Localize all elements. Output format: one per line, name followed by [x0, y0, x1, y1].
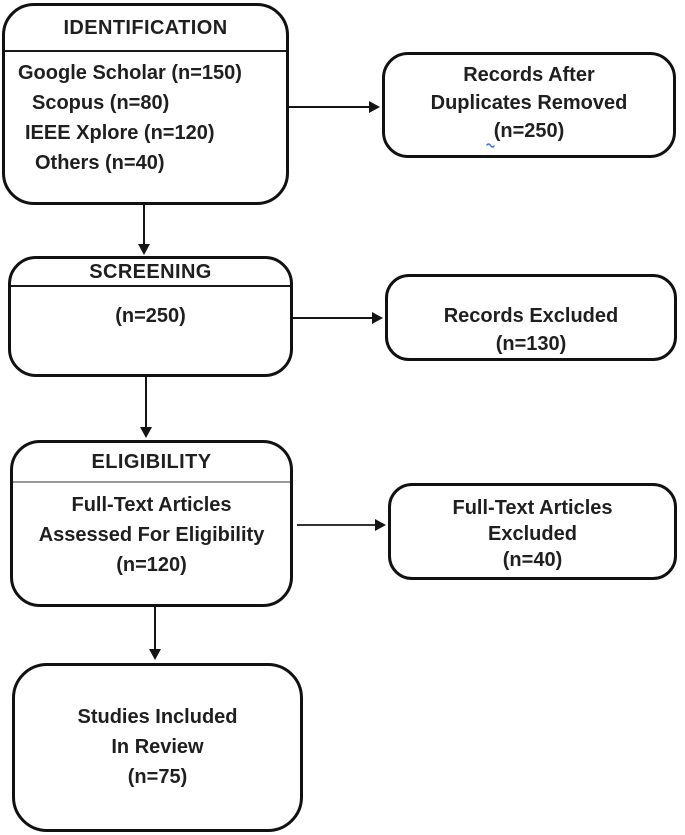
eligibility-header: ELIGIBILITY — [13, 443, 290, 483]
records-excluded-count: (n=130) — [495, 333, 567, 355]
included-count: (n=75) — [127, 766, 188, 788]
duplicates-removed-box: Records After Duplicates Removed (n=250) — [382, 52, 676, 158]
records-excluded-line: Records Excluded — [443, 305, 619, 327]
identification-header: IDENTIFICATION — [5, 6, 286, 52]
fulltext-excluded-box: Full-Text Articles Excluded (n=40) — [388, 483, 677, 580]
source-scopus: Scopus (n=80) — [32, 92, 170, 114]
arrowhead — [138, 244, 150, 255]
eligibility-box: ELIGIBILITY Full-Text Articles Assessed … — [10, 440, 293, 607]
arrowhead — [149, 649, 161, 660]
identification-sources: Google Scholar (n=150) Scopus (n=80) IEE… — [5, 52, 286, 178]
records-excluded-box: Records Excluded (n=130) — [385, 274, 677, 361]
arrowhead — [372, 312, 383, 324]
eligibility-count: (n=120) — [116, 554, 187, 576]
records-excluded-text: Records Excluded (n=130) — [388, 277, 674, 358]
fulltext-excluded-line: Excluded — [488, 523, 577, 545]
identification-box: IDENTIFICATION Google Scholar (n=150) Sc… — [2, 3, 289, 205]
screening-text: (n=250) — [11, 287, 290, 331]
spellcheck-squiggle — [486, 143, 495, 148]
included-line: In Review — [111, 736, 204, 758]
eligibility-line: Full-Text Articles — [71, 494, 232, 516]
source-ieee-xplore: IEEE Xplore (n=120) — [25, 122, 215, 144]
included-text: Studies Included In Review (n=75) — [15, 666, 300, 792]
eligibility-line: Assessed For Eligibility — [38, 524, 265, 546]
arrowhead — [140, 427, 152, 438]
duplicates-removed-text: Records After Duplicates Removed (n=250) — [385, 55, 673, 145]
screening-box: SCREENING (n=250) — [8, 256, 293, 377]
eligibility-text: Full-Text Articles Assessed For Eligibil… — [13, 483, 290, 580]
duplicates-removed-line: Duplicates Removed — [430, 92, 628, 114]
source-others: Others (n=40) — [35, 152, 165, 174]
source-google-scholar: Google Scholar (n=150) — [18, 62, 242, 84]
fulltext-excluded-text: Full-Text Articles Excluded (n=40) — [391, 486, 674, 573]
included-line: Studies Included — [77, 706, 238, 728]
fulltext-excluded-line: Full-Text Articles — [452, 497, 613, 519]
screening-header: SCREENING — [11, 259, 290, 287]
fulltext-excluded-count: (n=40) — [502, 549, 563, 571]
arrowhead — [369, 101, 380, 113]
duplicates-removed-line: Records After — [463, 64, 595, 86]
screening-count: (n=250) — [115, 305, 186, 327]
duplicates-removed-count: (n=250) — [493, 120, 565, 142]
included-box: Studies Included In Review (n=75) — [12, 663, 303, 832]
arrowhead — [375, 519, 386, 531]
